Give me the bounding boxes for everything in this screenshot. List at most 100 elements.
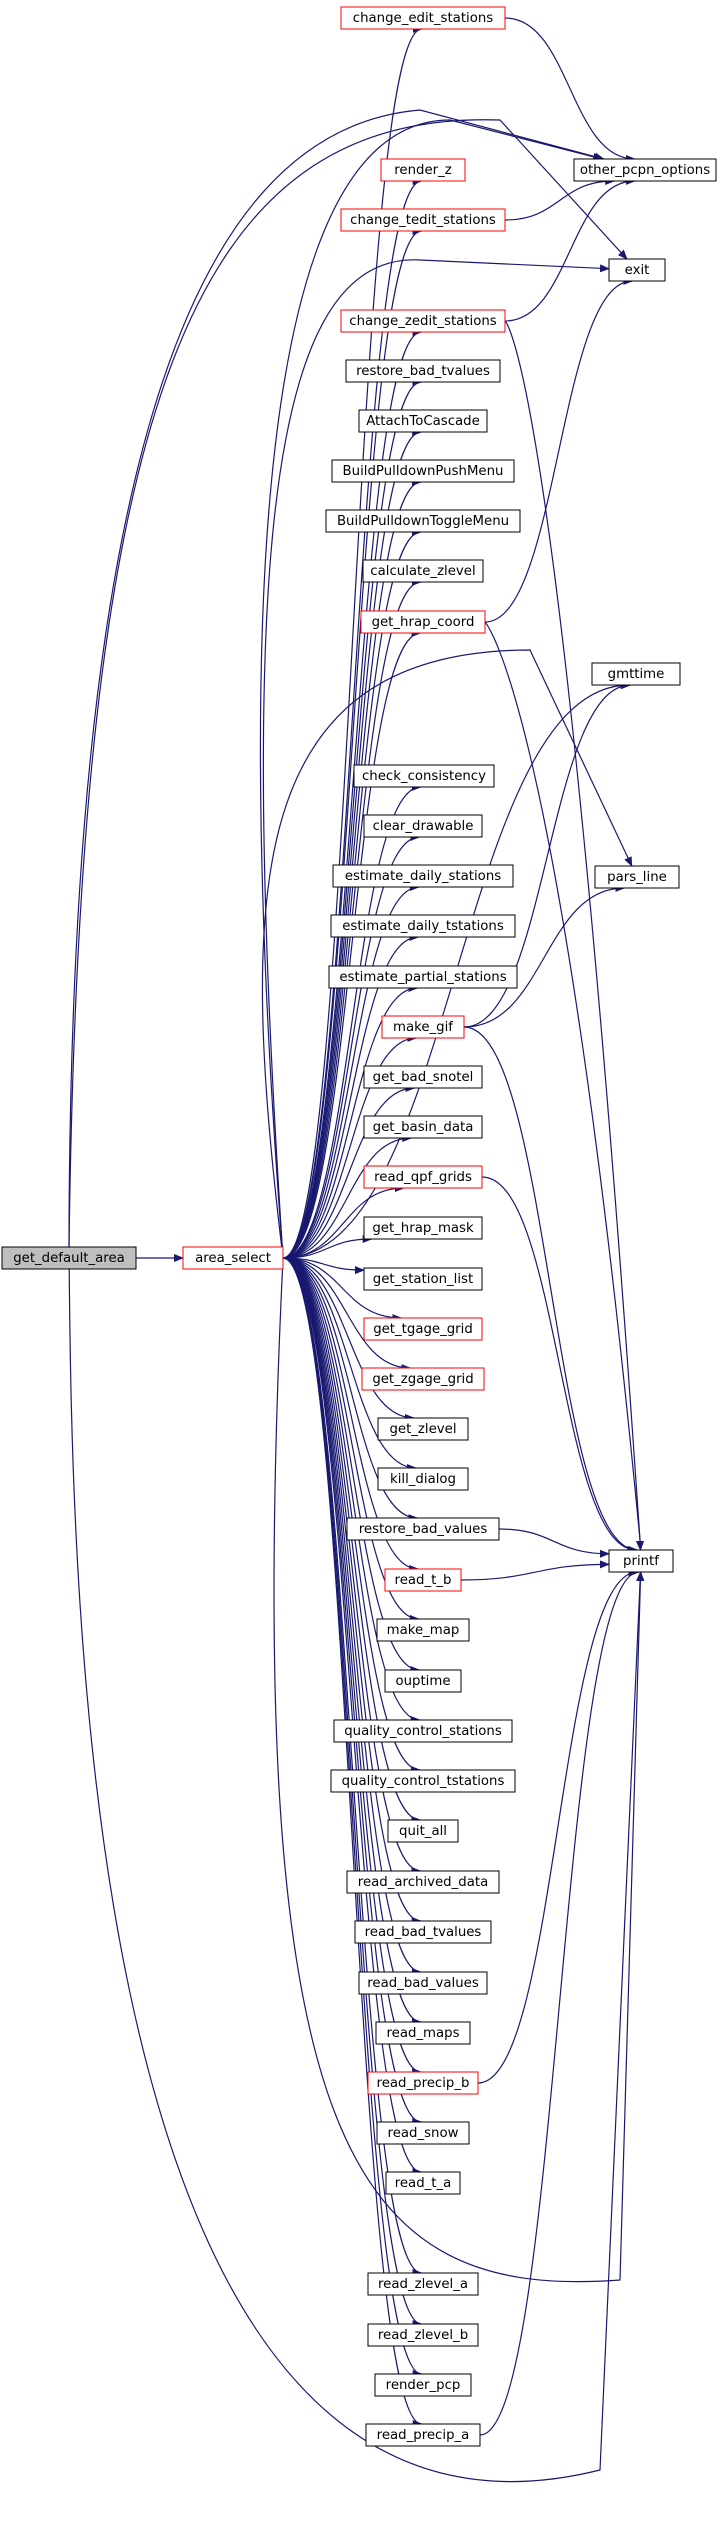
- edge-read_qpf_grids-to-printf: [481, 1176, 638, 1554]
- node-quit_all[interactable]: quit_all: [387, 1819, 459, 1843]
- node-label: ouptime: [395, 1674, 450, 1689]
- node-exit[interactable]: exit: [608, 258, 666, 282]
- node-label: get_default_area: [13, 1251, 125, 1266]
- node-AttachToCascade[interactable]: AttachToCascade: [358, 409, 488, 433]
- node-estimate_partial_stations[interactable]: estimate_partial_stations: [328, 965, 518, 989]
- node-gmttime[interactable]: gmttime: [591, 662, 681, 686]
- node-check_consistency[interactable]: check_consistency: [353, 764, 495, 788]
- edge-area_select-to-other_pcpn_options: [259, 119, 604, 1259]
- node-get_bad_snotel[interactable]: get_bad_snotel: [363, 1065, 483, 1089]
- node-quality_control_tstations[interactable]: quality_control_tstations: [330, 1769, 516, 1793]
- node-read_t_b[interactable]: read_t_b: [384, 1568, 462, 1592]
- node-restore_bad_values[interactable]: restore_bad_values: [346, 1517, 500, 1541]
- node-box: [387, 1819, 459, 1843]
- node-label: restore_bad_values: [359, 1522, 488, 1537]
- node-label: calculate_zlevel: [370, 564, 475, 579]
- node-box: [384, 1568, 462, 1592]
- node-estimate_daily_stations[interactable]: estimate_daily_stations: [332, 864, 514, 888]
- node-other_pcpn_options[interactable]: other_pcpn_options: [573, 158, 717, 182]
- node-label: read_t_b: [395, 1573, 452, 1588]
- node-box: [325, 509, 521, 533]
- edge-get_hrap_coord-to-printf: [484, 621, 645, 1551]
- edge-area_select-to-pars_line: [261, 649, 633, 1259]
- node-read_t_a[interactable]: read_t_a: [385, 2171, 461, 2195]
- node-get_zlevel[interactable]: get_zlevel: [377, 1417, 469, 1441]
- node-label: read_precip_a: [377, 2428, 470, 2443]
- node-restore_bad_tvalues[interactable]: restore_bad_tvalues: [345, 359, 501, 383]
- node-get_station_list[interactable]: get_station_list: [363, 1267, 483, 1291]
- edge-area_select-to-get_hrap_mask: [282, 1235, 373, 1259]
- node-label: read_zlevel_a: [378, 2277, 468, 2292]
- node-calculate_zlevel[interactable]: calculate_zlevel: [362, 559, 484, 583]
- node-box: [385, 2171, 461, 2195]
- node-render_z[interactable]: render_z: [380, 158, 466, 182]
- node-read_zlevel_b[interactable]: read_zlevel_b: [367, 2323, 479, 2347]
- edge-area_select-to-estimate_partial_stations: [282, 984, 419, 1259]
- node-box: [358, 1971, 488, 1995]
- node-get_default_area[interactable]: get_default_area: [1, 1246, 137, 1270]
- node-BuildPulldownToggleMenu[interactable]: BuildPulldownToggleMenu: [325, 509, 521, 533]
- node-read_bad_values[interactable]: read_bad_values: [358, 1971, 488, 1995]
- node-printf[interactable]: printf: [608, 1549, 674, 1573]
- node-label: quality_control_tstations: [342, 1774, 505, 1789]
- node-read_bad_tvalues[interactable]: read_bad_tvalues: [354, 1920, 492, 1944]
- node-label: make_gif: [393, 1020, 453, 1035]
- node-estimate_daily_tstations[interactable]: estimate_daily_tstations: [330, 914, 516, 938]
- edge-change_tedit_stations-to-other_pcpn_options: [504, 177, 616, 221]
- node-area_select[interactable]: area_select: [182, 1246, 284, 1270]
- edge-area_select-to-read_zlevel_a: [282, 1257, 423, 2277]
- node-change_tedit_stations[interactable]: change_tedit_stations: [340, 208, 506, 232]
- node-label: estimate_partial_stations: [339, 970, 506, 985]
- node-label: render_pcp: [386, 2378, 461, 2393]
- node-get_basin_data[interactable]: get_basin_data: [363, 1115, 483, 1139]
- node-clear_drawable[interactable]: clear_drawable: [363, 814, 483, 838]
- node-render_pcp[interactable]: render_pcp: [374, 2373, 472, 2397]
- edge-area_select-to-kill_dialog: [282, 1257, 418, 1472]
- node-box: [377, 1417, 469, 1441]
- node-label: get_station_list: [373, 1272, 473, 1287]
- node-pars_line[interactable]: pars_line: [594, 865, 680, 889]
- node-read_snow[interactable]: read_snow: [376, 2121, 470, 2145]
- edge-make_gif-to-gmttime: [463, 681, 632, 1028]
- node-read_qpf_grids[interactable]: read_qpf_grids: [363, 1165, 483, 1189]
- node-box: [376, 2121, 470, 2145]
- node-quality_control_stations[interactable]: quality_control_stations: [333, 1719, 513, 1743]
- edge-area_select-to-restore_bad_values: [282, 1257, 419, 1522]
- node-make_gif[interactable]: make_gif: [381, 1015, 465, 1039]
- node-box: [363, 1065, 483, 1089]
- node-box: [358, 409, 488, 433]
- node-read_archived_data[interactable]: read_archived_data: [346, 1870, 500, 1894]
- node-label: estimate_daily_stations: [345, 869, 501, 884]
- node-read_maps[interactable]: read_maps: [375, 2021, 471, 2045]
- node-box: [374, 2373, 472, 2397]
- node-label: get_hrap_mask: [372, 1221, 474, 1236]
- node-box: [367, 2272, 479, 2296]
- node-box: [376, 1618, 470, 1642]
- node-label: restore_bad_tvalues: [356, 364, 490, 379]
- node-kill_dialog[interactable]: kill_dialog: [377, 1467, 469, 1491]
- node-label: change_zedit_stations: [349, 314, 497, 329]
- edge-get_default_area-to-other_pcpn_options: [68, 109, 605, 1248]
- node-change_edit_stations[interactable]: change_edit_stations: [340, 6, 506, 30]
- node-make_map[interactable]: make_map: [376, 1618, 470, 1642]
- node-box: [361, 1367, 485, 1391]
- node-label: area_select: [195, 1251, 271, 1266]
- node-get_tgage_grid[interactable]: get_tgage_grid: [363, 1317, 483, 1341]
- node-read_precip_b[interactable]: read_precip_b: [367, 2071, 479, 2095]
- node-get_zgage_grid[interactable]: get_zgage_grid: [361, 1367, 485, 1391]
- edge-area_select-to-get_basin_data: [282, 1134, 413, 1259]
- edge-area_select-to-read_precip_a: [282, 1257, 423, 2428]
- node-read_zlevel_a[interactable]: read_zlevel_a: [367, 2272, 479, 2296]
- node-box: [330, 1769, 516, 1793]
- node-BuildPulldownPushMenu[interactable]: BuildPulldownPushMenu: [331, 459, 515, 483]
- edge-area_select-to-exit: [262, 259, 610, 1259]
- node-box: [328, 965, 518, 989]
- node-get_hrap_mask[interactable]: get_hrap_mask: [363, 1216, 483, 1240]
- node-ouptime[interactable]: ouptime: [384, 1669, 462, 1693]
- node-read_precip_a[interactable]: read_precip_a: [365, 2423, 481, 2447]
- node-change_zedit_stations[interactable]: change_zedit_stations: [340, 309, 506, 333]
- edge-area_select-to-change_edit_stations: [282, 25, 423, 1259]
- edge-area_select-to-read_t_b: [282, 1257, 420, 1573]
- node-get_hrap_coord[interactable]: get_hrap_coord: [360, 610, 486, 634]
- edge-make_gif-to-printf: [463, 1026, 639, 1554]
